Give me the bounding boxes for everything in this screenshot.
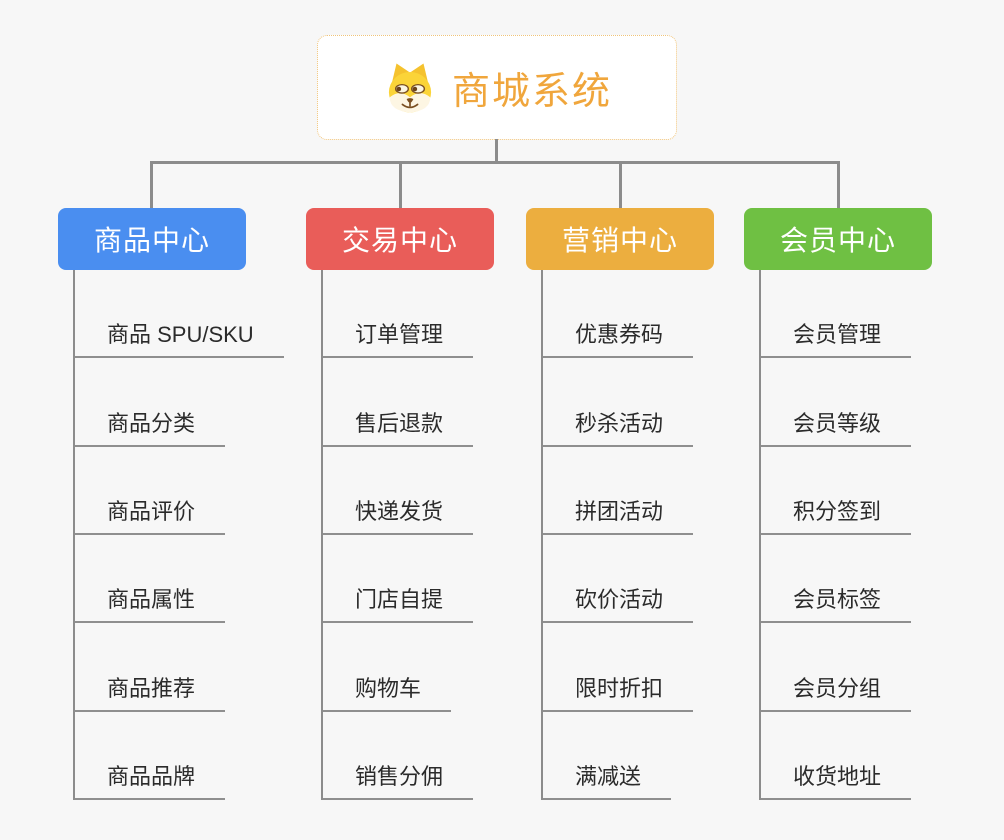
dog-face-icon (382, 61, 438, 115)
branch-items-product-center: 商品 SPU/SKU 商品分类 商品评价 商品属性 商品推荐 商品品牌 (73, 270, 284, 800)
branch-items-trade-center: 订单管理 售后退款 快递发货 门店自提 购物车 销售分佣 (321, 270, 494, 800)
tree-item[interactable]: 商品评价 (73, 447, 226, 535)
tree-item[interactable]: 限时折扣 (541, 623, 694, 712)
tree-item[interactable]: 商品推荐 (73, 623, 226, 712)
branch-trade-center: 交易中心 订单管理 售后退款 快递发货 门店自提 购物车 销售分佣 (306, 208, 494, 800)
tree-item[interactable]: 秒杀活动 (541, 358, 694, 447)
tree-item[interactable]: 积分签到 (759, 447, 912, 535)
tree-item[interactable]: 砍价活动 (541, 535, 694, 624)
tree-item[interactable]: 会员管理 (759, 270, 912, 359)
branch-items-marketing-center: 优惠券码 秒杀活动 拼团活动 砍价活动 限时折扣 满减送 (541, 270, 714, 800)
tree-item[interactable]: 商品分类 (73, 358, 226, 447)
branch-member-center: 会员中心 会员管理 会员等级 积分签到 会员标签 会员分组 收货地址 (744, 208, 932, 800)
tree-item[interactable]: 会员标签 (759, 535, 912, 624)
tree-item[interactable]: 会员等级 (759, 358, 912, 447)
tree-item[interactable]: 订单管理 (321, 270, 474, 359)
tree-item[interactable]: 商品 SPU/SKU (73, 270, 284, 359)
tree-item[interactable]: 拼团活动 (541, 447, 694, 535)
tree-item[interactable]: 售后退款 (321, 358, 474, 447)
tree-item[interactable]: 门店自提 (321, 535, 474, 624)
branch-items-member-center: 会员管理 会员等级 积分签到 会员标签 会员分组 收货地址 (759, 270, 932, 800)
branch-header-member-center[interactable]: 会员中心 (744, 208, 932, 270)
tree-item[interactable]: 会员分组 (759, 623, 912, 712)
tree-item[interactable]: 商品属性 (73, 535, 226, 624)
tree-item[interactable]: 满减送 (541, 712, 672, 800)
branch-header-product-center[interactable]: 商品中心 (58, 208, 246, 270)
tree-item[interactable]: 购物车 (321, 623, 452, 712)
connector-drop-marketing (619, 161, 622, 210)
tree-item[interactable]: 快递发货 (321, 447, 474, 535)
tree-item[interactable]: 优惠券码 (541, 270, 694, 359)
tree-item[interactable]: 收货地址 (759, 712, 912, 800)
connector-drop-trade (399, 161, 402, 210)
connector-drop-product (150, 161, 153, 210)
tree-item[interactable]: 商品品牌 (73, 712, 226, 800)
root-node[interactable]: 商城系统 (317, 35, 677, 140)
tree-item[interactable]: 销售分佣 (321, 712, 474, 800)
branch-header-marketing-center[interactable]: 营销中心 (526, 208, 714, 270)
branch-header-trade-center[interactable]: 交易中心 (306, 208, 494, 270)
root-title: 商城系统 (451, 71, 612, 113)
connector-root-stub (495, 139, 498, 163)
branch-product-center: 商品中心 商品 SPU/SKU 商品分类 商品评价 商品属性 商品推荐 商品品牌 (58, 208, 284, 800)
connector-drop-member (837, 161, 840, 210)
connector-bus (150, 161, 839, 164)
branch-marketing-center: 营销中心 优惠券码 秒杀活动 拼团活动 砍价活动 限时折扣 满减送 (526, 208, 714, 800)
